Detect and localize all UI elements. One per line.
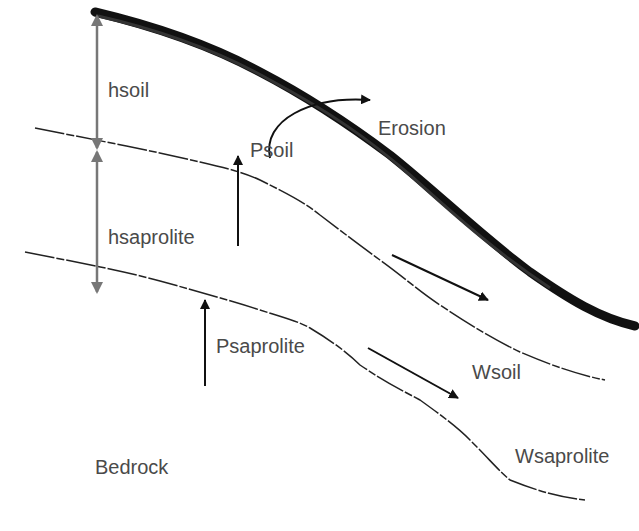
thickness-label: hsoil [108, 78, 149, 102]
saprolite-bedrock-boundary [25, 252, 585, 500]
soil-transport-arrow [392, 255, 488, 300]
flux-label: Psaprolite [216, 334, 305, 358]
flux-label: Wsoil [472, 360, 521, 384]
soil-production-arrow [237, 156, 239, 246]
soil-thickness-arrow [96, 16, 99, 148]
saprolite-transport-arrow [368, 348, 458, 398]
layer-label: Bedrock [95, 455, 168, 479]
soil-saprolite-boundary [35, 128, 605, 380]
thickness-label: hsaprolite [108, 225, 195, 249]
saprolite-production-arrow [204, 300, 206, 386]
process-label: Erosion [378, 116, 446, 140]
flux-label: Wsaprolite [515, 444, 609, 468]
flux-label: Psoil [250, 138, 293, 162]
ground-surface-texture [98, 16, 550, 288]
saprolite-thickness-arrow [96, 152, 99, 292]
ground-surface [95, 12, 635, 326]
